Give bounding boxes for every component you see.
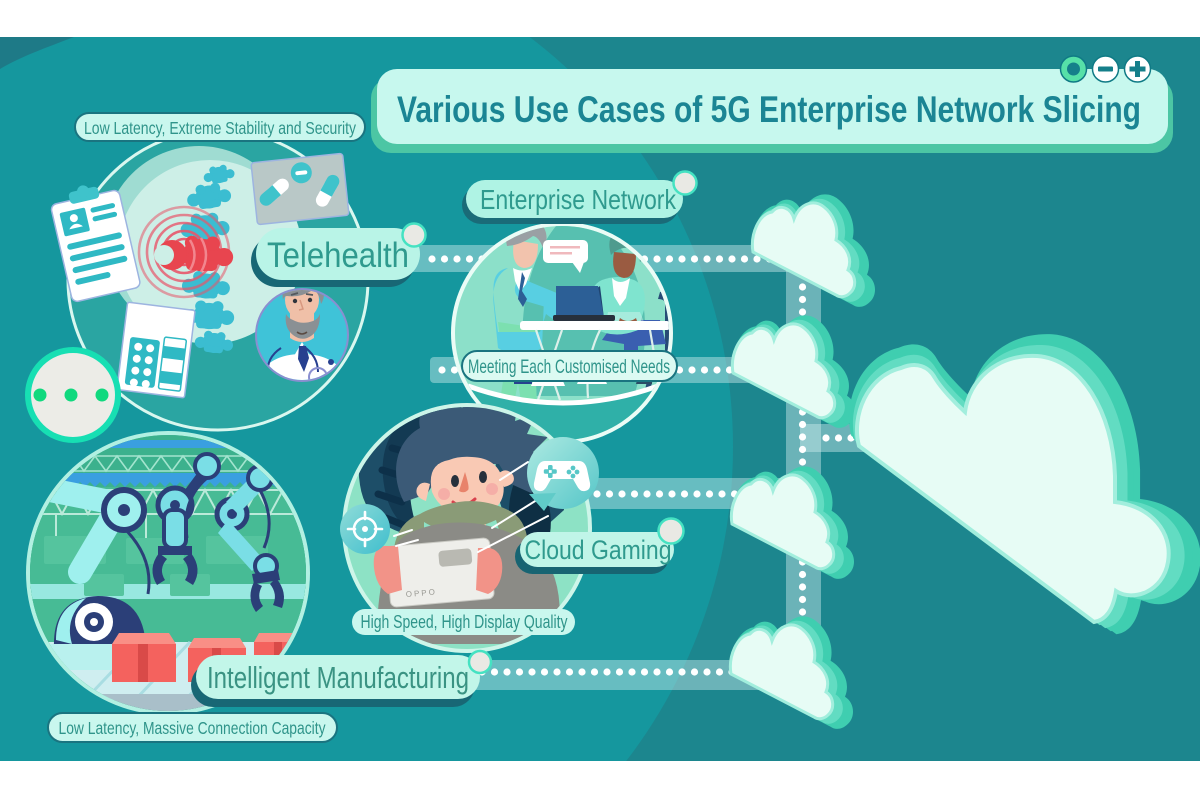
svg-text:OPPO: OPPO <box>405 587 437 599</box>
svg-text:Enterprise Network: Enterprise Network <box>480 184 677 215</box>
svg-text:Intelligent Manufacturing: Intelligent Manufacturing <box>207 660 469 695</box>
svg-text:Telehealth: Telehealth <box>267 236 409 275</box>
svg-text:High Speed, High Display Quali: High Speed, High Display Quality <box>361 611 569 632</box>
svg-text:Various Use Cases of 5G Enterp: Various Use Cases of 5G Enterprise Netwo… <box>397 89 1141 130</box>
svg-text:Cloud Gaming: Cloud Gaming <box>525 535 672 565</box>
svg-text:Low Latency, Massive Connectio: Low Latency, Massive Connection Capacity <box>59 718 326 738</box>
svg-text:Low Latency, Extreme Stability: Low Latency, Extreme Stability and Secur… <box>84 118 356 138</box>
svg-text:Meeting Each Customised Needs: Meeting Each Customised Needs <box>468 356 670 378</box>
